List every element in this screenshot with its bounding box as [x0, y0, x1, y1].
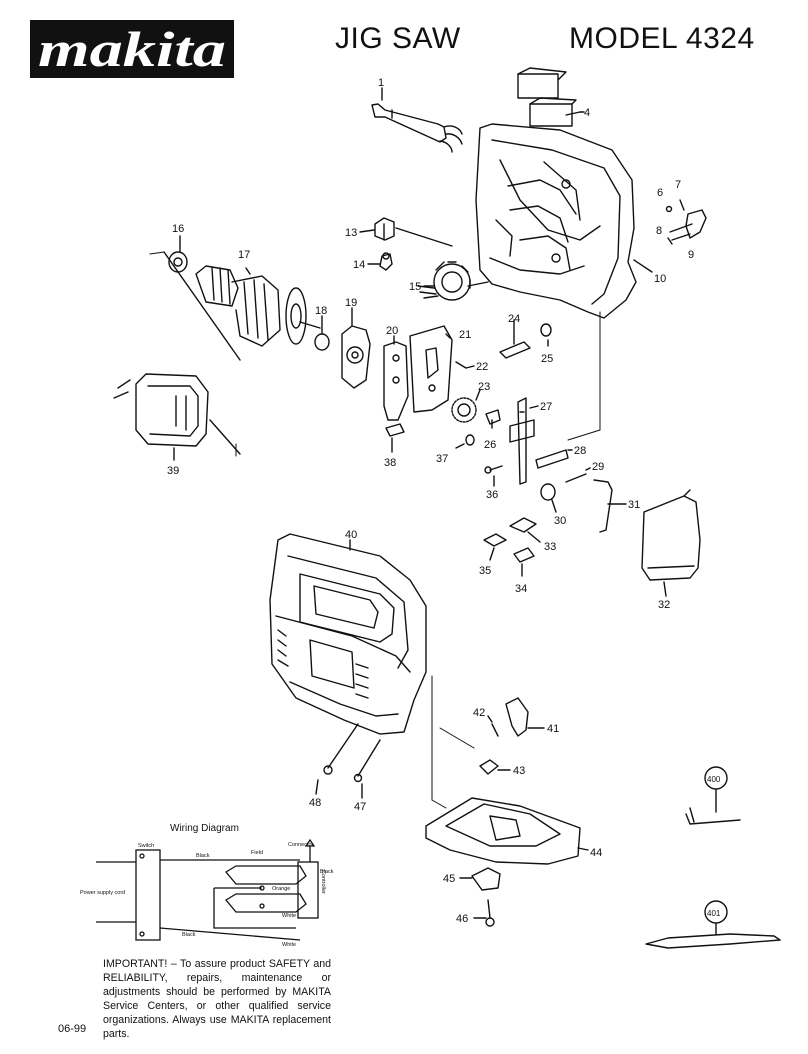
brush-holder-part [374, 217, 453, 271]
wiring-title: Wiring Diagram [170, 823, 239, 834]
wire-label: White [282, 942, 296, 948]
part-label: 1 [378, 77, 384, 89]
product-name: JIG SAW [335, 22, 461, 55]
part-label: 9 [688, 249, 694, 261]
lever-part [491, 697, 529, 737]
date-code: 06-99 [58, 1023, 87, 1035]
part-label: 14 [353, 259, 365, 271]
bearing-box-part [341, 325, 371, 389]
part-label: 32 [658, 599, 670, 611]
wiring-diagram: Wiring Diagram Switch [80, 823, 334, 948]
part-label: 23 [478, 381, 490, 393]
wire-label: Power supply cord [80, 890, 125, 896]
part-label: 17 [238, 249, 250, 261]
slider-part [499, 323, 552, 359]
screws-part [323, 723, 381, 783]
carbon-brush-part [417, 261, 489, 301]
part-label: 44 [590, 847, 602, 859]
part-400-bubble [704, 766, 728, 790]
part-label: 400 [707, 775, 721, 784]
assembly-guides [149, 251, 601, 809]
wire-label: White [282, 913, 296, 919]
base-plate-part [425, 759, 581, 927]
part-label: 16 [172, 223, 184, 235]
part-label: 6 [657, 187, 663, 199]
makita-logo: makita [30, 20, 234, 78]
part-number-labels: 1 4 6 7 8 9 10 13 14 15 16 17 18 19 20 2… [167, 77, 721, 925]
power-cord-part [371, 103, 463, 153]
part-label: 42 [473, 707, 485, 719]
guide-plate-part [383, 325, 467, 421]
motor-housing-part [475, 123, 653, 319]
part-label: 15 [409, 281, 421, 293]
plunger-part [509, 397, 535, 485]
part-label: 22 [476, 361, 488, 373]
saw-blade-part [645, 933, 781, 949]
part-label: 40 [345, 529, 357, 541]
part-label: 29 [592, 461, 604, 473]
part-label: 34 [515, 583, 527, 595]
part-label: 28 [574, 445, 586, 457]
blade-cover-part [641, 489, 701, 581]
part-label: 43 [513, 765, 525, 777]
part-label: 36 [486, 489, 498, 501]
part-401-bubble [704, 900, 728, 924]
part-label: 10 [654, 273, 666, 285]
wire-label: Switch [138, 843, 154, 849]
wire-label: Black [196, 853, 210, 859]
wire-label: Black [182, 932, 196, 938]
part-label: 35 [479, 565, 491, 577]
part-label: 48 [309, 797, 321, 809]
part-label: 26 [484, 439, 496, 451]
part-label: 20 [386, 325, 398, 337]
logo-wordmark: makita [38, 21, 226, 77]
wire-label: Connector [288, 842, 314, 848]
part-label: 30 [554, 515, 566, 527]
part-label: 7 [675, 179, 681, 191]
part-label: 401 [707, 909, 721, 918]
part-label: 19 [345, 297, 357, 309]
rod-part [535, 449, 569, 469]
important-notice: IMPORTANT! – To assure product SAFETY an… [103, 958, 331, 1040]
part-label: 45 [443, 873, 455, 885]
wire-label: Field [251, 850, 263, 856]
model-number: MODEL 4324 [569, 22, 755, 55]
part-label: 18 [315, 305, 327, 317]
field-coil-part [113, 373, 241, 455]
roller-part [540, 473, 613, 533]
part-label: 33 [544, 541, 556, 553]
armature-part [163, 251, 330, 361]
part-label: 21 [459, 329, 471, 341]
part-label: 46 [456, 913, 468, 925]
wire-label: Controller [320, 870, 326, 894]
part-label: 31 [628, 499, 640, 511]
switch-part [517, 67, 581, 127]
hex-wrench-part [685, 807, 741, 825]
small-hardware-parts [385, 423, 537, 563]
wire-label: Black [320, 869, 334, 875]
part-label: 47 [354, 801, 366, 813]
leader-lines [173, 87, 717, 935]
part-label: 13 [345, 227, 357, 239]
part-label: 27 [540, 401, 552, 413]
wire-label: Orange [272, 886, 290, 892]
speed-knob-part [665, 199, 707, 245]
part-label: 24 [508, 313, 520, 325]
part-label: 41 [547, 723, 559, 735]
part-label: 8 [656, 225, 662, 237]
part-label: 39 [167, 465, 179, 477]
part-label: 25 [541, 353, 553, 365]
handle-housing-part [269, 533, 427, 735]
part-label: 37 [436, 453, 448, 465]
gear-part [451, 397, 501, 425]
part-label: 38 [384, 457, 396, 469]
part-label: 4 [584, 107, 590, 119]
